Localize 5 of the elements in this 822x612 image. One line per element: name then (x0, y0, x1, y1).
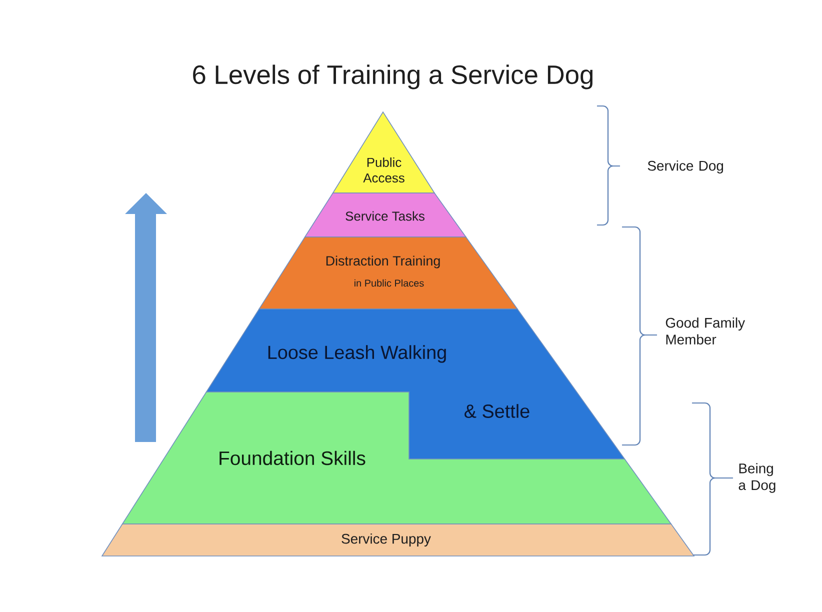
bracket-label: Service Dog (648, 160, 724, 174)
title: 6 Levels of Training a Service Dog (193, 64, 592, 90)
pyramid-layer: Service Tasks (304, 192, 467, 238)
bracket-label: Good Family Member (666, 318, 745, 344)
bracket-label: Being a Dog (738, 463, 776, 493)
